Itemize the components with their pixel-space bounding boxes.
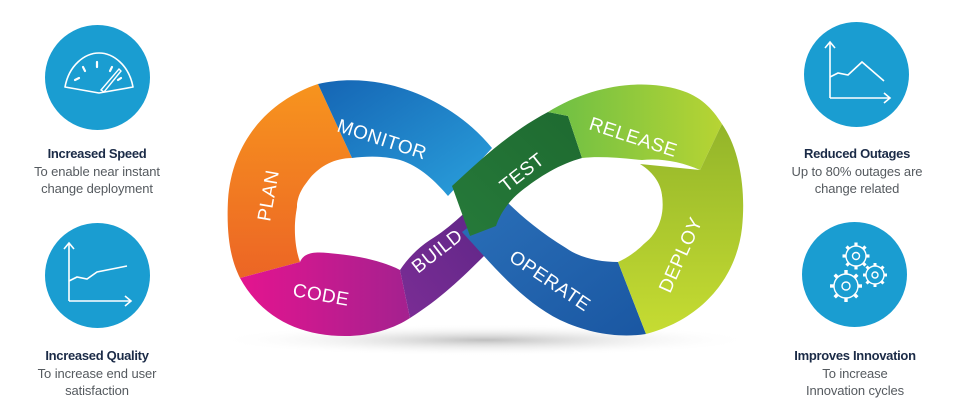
left-loop-hole xyxy=(296,159,444,255)
benefit-description: To increase end user satisfaction xyxy=(0,365,197,399)
speedometer-icon xyxy=(64,52,134,94)
icon-circle-innovation xyxy=(802,222,907,327)
segment-release xyxy=(548,84,722,170)
benefit-description-line1: Up to 80% outages are xyxy=(791,164,923,179)
segment-test xyxy=(452,112,582,236)
segment-deploy xyxy=(618,124,744,334)
segment-monitor xyxy=(318,80,492,196)
benefit-description-line1: To enable near instant xyxy=(34,164,160,179)
benefit-title: Increased Speed xyxy=(47,146,147,161)
segment-operate xyxy=(462,200,646,336)
benefit-description-line2: change deployment xyxy=(41,181,153,196)
benefit-description-line1: To increase xyxy=(822,366,888,381)
loop-shadow xyxy=(215,324,755,356)
segment-plan xyxy=(227,84,352,278)
rising-line-chart-icon xyxy=(63,241,133,307)
benefit-description-line2: change related xyxy=(814,181,900,196)
benefit-title: Improves Innovation xyxy=(794,348,916,363)
benefit-description: Up to 80% outages are change related xyxy=(757,163,957,197)
benefit-title: Increased Quality xyxy=(45,348,149,363)
benefit-description-line2: Innovation cycles xyxy=(805,383,905,398)
benefit-description-line2: satisfaction xyxy=(65,383,129,398)
segment-code xyxy=(240,252,410,336)
icon-circle-quality xyxy=(45,223,150,328)
falling-line-chart-icon xyxy=(824,40,892,104)
right-loop-hole xyxy=(547,161,663,254)
benefit-title: Reduced Outages xyxy=(803,146,911,161)
benefit-description: To enable near instant change deployment xyxy=(0,163,197,197)
benefit-description: To increase Innovation cycles xyxy=(755,365,955,399)
gears-icon xyxy=(830,242,887,302)
icon-circle-outages xyxy=(804,22,909,127)
benefit-description-line1: To increase end user xyxy=(37,366,157,381)
icon-circle-speed xyxy=(45,25,150,130)
